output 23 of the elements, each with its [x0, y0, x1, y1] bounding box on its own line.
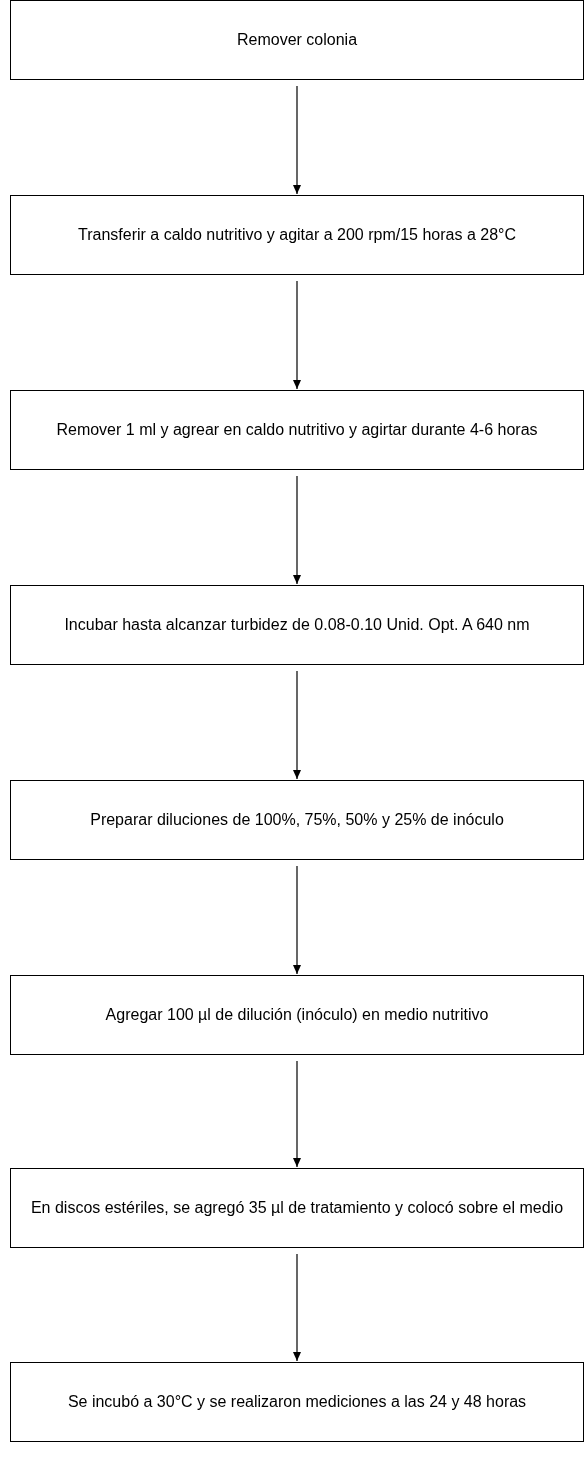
step-text: En discos estériles, se agregó 35 µl de tratamiento y colocó sobre el medio: [30, 1198, 564, 1218]
process-box: [10, 390, 584, 470]
arrow: [293, 280, 301, 390]
step-text: Transferir a caldo nutritivo y agitar a 200 rpm/15 horas a 28°C: [78, 225, 516, 245]
process-box: [10, 1362, 584, 1442]
process-box: [10, 0, 584, 80]
step-text: Remover 1 ml y agrear en caldo nutritivo y agirtar durante 4-6 horas: [56, 420, 538, 440]
process-box: [10, 975, 584, 1055]
step-text: Agregar 100 µl de dilución (inóculo) en medio nutritivo: [105, 1005, 489, 1025]
arrow: [293, 670, 301, 780]
step-text: Preparar diluciones de 100%, 75%, 50% y 25% de inóculo: [90, 810, 504, 830]
step-text: Remover colonia: [236, 30, 358, 50]
process-box: [10, 1168, 584, 1248]
process-box: [10, 195, 584, 275]
arrow: [293, 475, 301, 585]
arrow: [293, 1060, 301, 1168]
step-text: Incubar hasta alcanzar turbidez de 0.08-0.10 Unid. Opt. A 640 nm: [64, 615, 530, 635]
process-box: [10, 585, 584, 665]
arrow: [293, 865, 301, 975]
arrow: [293, 1253, 301, 1362]
process-box: [10, 780, 584, 860]
arrow: [293, 85, 301, 195]
step-text: Se incubó a 30°C y se realizaron mediciones a las 24 y 48 horas: [67, 1392, 527, 1412]
